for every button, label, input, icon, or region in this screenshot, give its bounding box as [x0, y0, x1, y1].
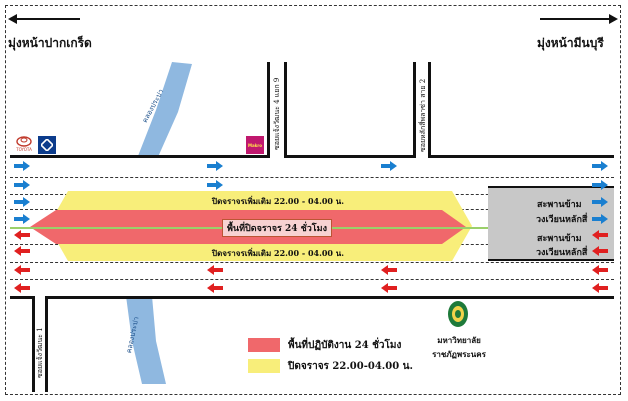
closure-zone-24h-label: พื้นที่ปิดจราจร 24 ชั่วโมง: [222, 219, 332, 237]
bridge-top-label-2: วงเวียนหลักสี่: [536, 215, 588, 225]
traffic-arrow-left-icon: [207, 283, 223, 293]
side-road-laksi-west: [413, 62, 416, 158]
closure-zone-bottom-label: ปิดจราจรเพิ่มเติม 22.00 - 04.00 น.: [212, 248, 345, 258]
road-south-edge: [10, 296, 34, 299]
university-name-line-2: ราชภัฏพระนคร: [432, 349, 486, 359]
side-road-soi1-east: [45, 296, 48, 392]
side-road-laksi-label: ซอยหลักสี่พลาซ่า สาย 2: [419, 78, 427, 152]
university-seal-icon: [448, 301, 468, 327]
direction-right-arrow: [540, 18, 610, 20]
side-road-soi4-west: [267, 62, 270, 158]
traffic-arrow-right-icon: [14, 180, 30, 190]
lane-line-1: [10, 177, 614, 178]
traffic-arrow-left-icon: [14, 246, 30, 256]
road-north-edge-2: [286, 155, 415, 158]
toyota-logo: TOYOTA: [14, 134, 34, 154]
side-road-soi1-west: [32, 296, 35, 392]
makro-logo-text: Makro: [247, 142, 263, 148]
traffic-arrow-left-icon: [592, 265, 608, 275]
traffic-arrow-left-icon: [14, 230, 30, 240]
legend-label-24h: พื้นที่ปฏิบัติงาน 24 ชั่วโมง: [288, 340, 402, 351]
traffic-arrow-right-icon: [14, 161, 30, 171]
traffic-arrow-right-icon: [14, 214, 30, 224]
traffic-arrow-left-icon: [592, 283, 608, 293]
direction-left-arrowhead: [8, 14, 17, 24]
university-name: มหาวิทยาลัย ราชภัฏพระนคร: [424, 333, 494, 361]
toyota-logo-text: TOYOTA: [16, 147, 32, 152]
direction-right-arrowhead: [609, 14, 618, 24]
bridge-top-edge: [488, 186, 614, 188]
road-south-edge-2: [46, 296, 614, 299]
traffic-arrow-left-icon: [381, 265, 397, 275]
side-road-soi1-label: ซอยแจ้งวัฒนะ 1: [36, 327, 44, 378]
bridge-bottom-label-2: วงเวียนหลักสี่: [536, 248, 588, 258]
road-north-edge-3: [430, 155, 614, 158]
side-road-soi4-east: [284, 62, 287, 158]
traffic-arrow-right-icon: [207, 161, 223, 171]
university-name-line-1: มหาวิทยาลัย: [437, 335, 481, 345]
map-border: [5, 5, 621, 395]
road-north-edge: [10, 155, 269, 158]
lane-line-6: [10, 279, 614, 280]
traffic-arrow-left-icon: [14, 265, 30, 275]
bridge-bottom-edge: [488, 259, 614, 261]
closure-zone-top-label: ปิดจราจรเพิ่มเติม 22.00 - 04.00 น.: [212, 196, 345, 206]
traffic-arrow-left-icon: [207, 265, 223, 275]
traffic-arrow-right-icon: [592, 180, 608, 190]
direction-left-arrow: [10, 18, 80, 20]
direction-left-label: มุ่งหน้าปากเกร็ด: [8, 36, 92, 50]
traffic-arrow-left-icon: [381, 283, 397, 293]
bridge-laksi: [488, 186, 614, 260]
traffic-arrow-right-icon: [14, 197, 30, 207]
traffic-arrow-left-icon: [14, 283, 30, 293]
lane-line-5: [10, 262, 614, 263]
side-road-laksi-east: [428, 62, 431, 158]
toyota-emblem-icon: [16, 136, 32, 147]
traffic-arrow-right-icon: [207, 180, 223, 190]
makro-logo: Makro: [246, 136, 264, 154]
traffic-arrow-left-icon: [592, 230, 608, 240]
canal-bottom: [126, 296, 166, 384]
traffic-arrow-left-icon: [592, 246, 608, 256]
traffic-arrow-right-icon: [592, 197, 608, 207]
side-road-soi4-label: ซอยแจ้งวัฒนะ 4 แยก 9: [273, 77, 281, 150]
canal-top: [138, 62, 192, 157]
bridge-top-label-1: สะพานข้าม: [537, 200, 582, 210]
bank-emblem-icon: [41, 139, 53, 151]
traffic-arrow-right-icon: [381, 161, 397, 171]
legend-label-night: ปิดจราจร 22.00-04.00 น.: [288, 361, 413, 372]
direction-right-label: มุ่งหน้ามีนบุรี: [537, 36, 604, 50]
bank-logo: [38, 136, 56, 154]
traffic-arrow-right-icon: [592, 161, 608, 171]
bridge-bottom-label-1: สะพานข้าม: [537, 234, 582, 244]
legend-swatch-night: [248, 359, 280, 373]
traffic-arrow-right-icon: [592, 214, 608, 224]
legend-swatch-24h: [248, 338, 280, 352]
